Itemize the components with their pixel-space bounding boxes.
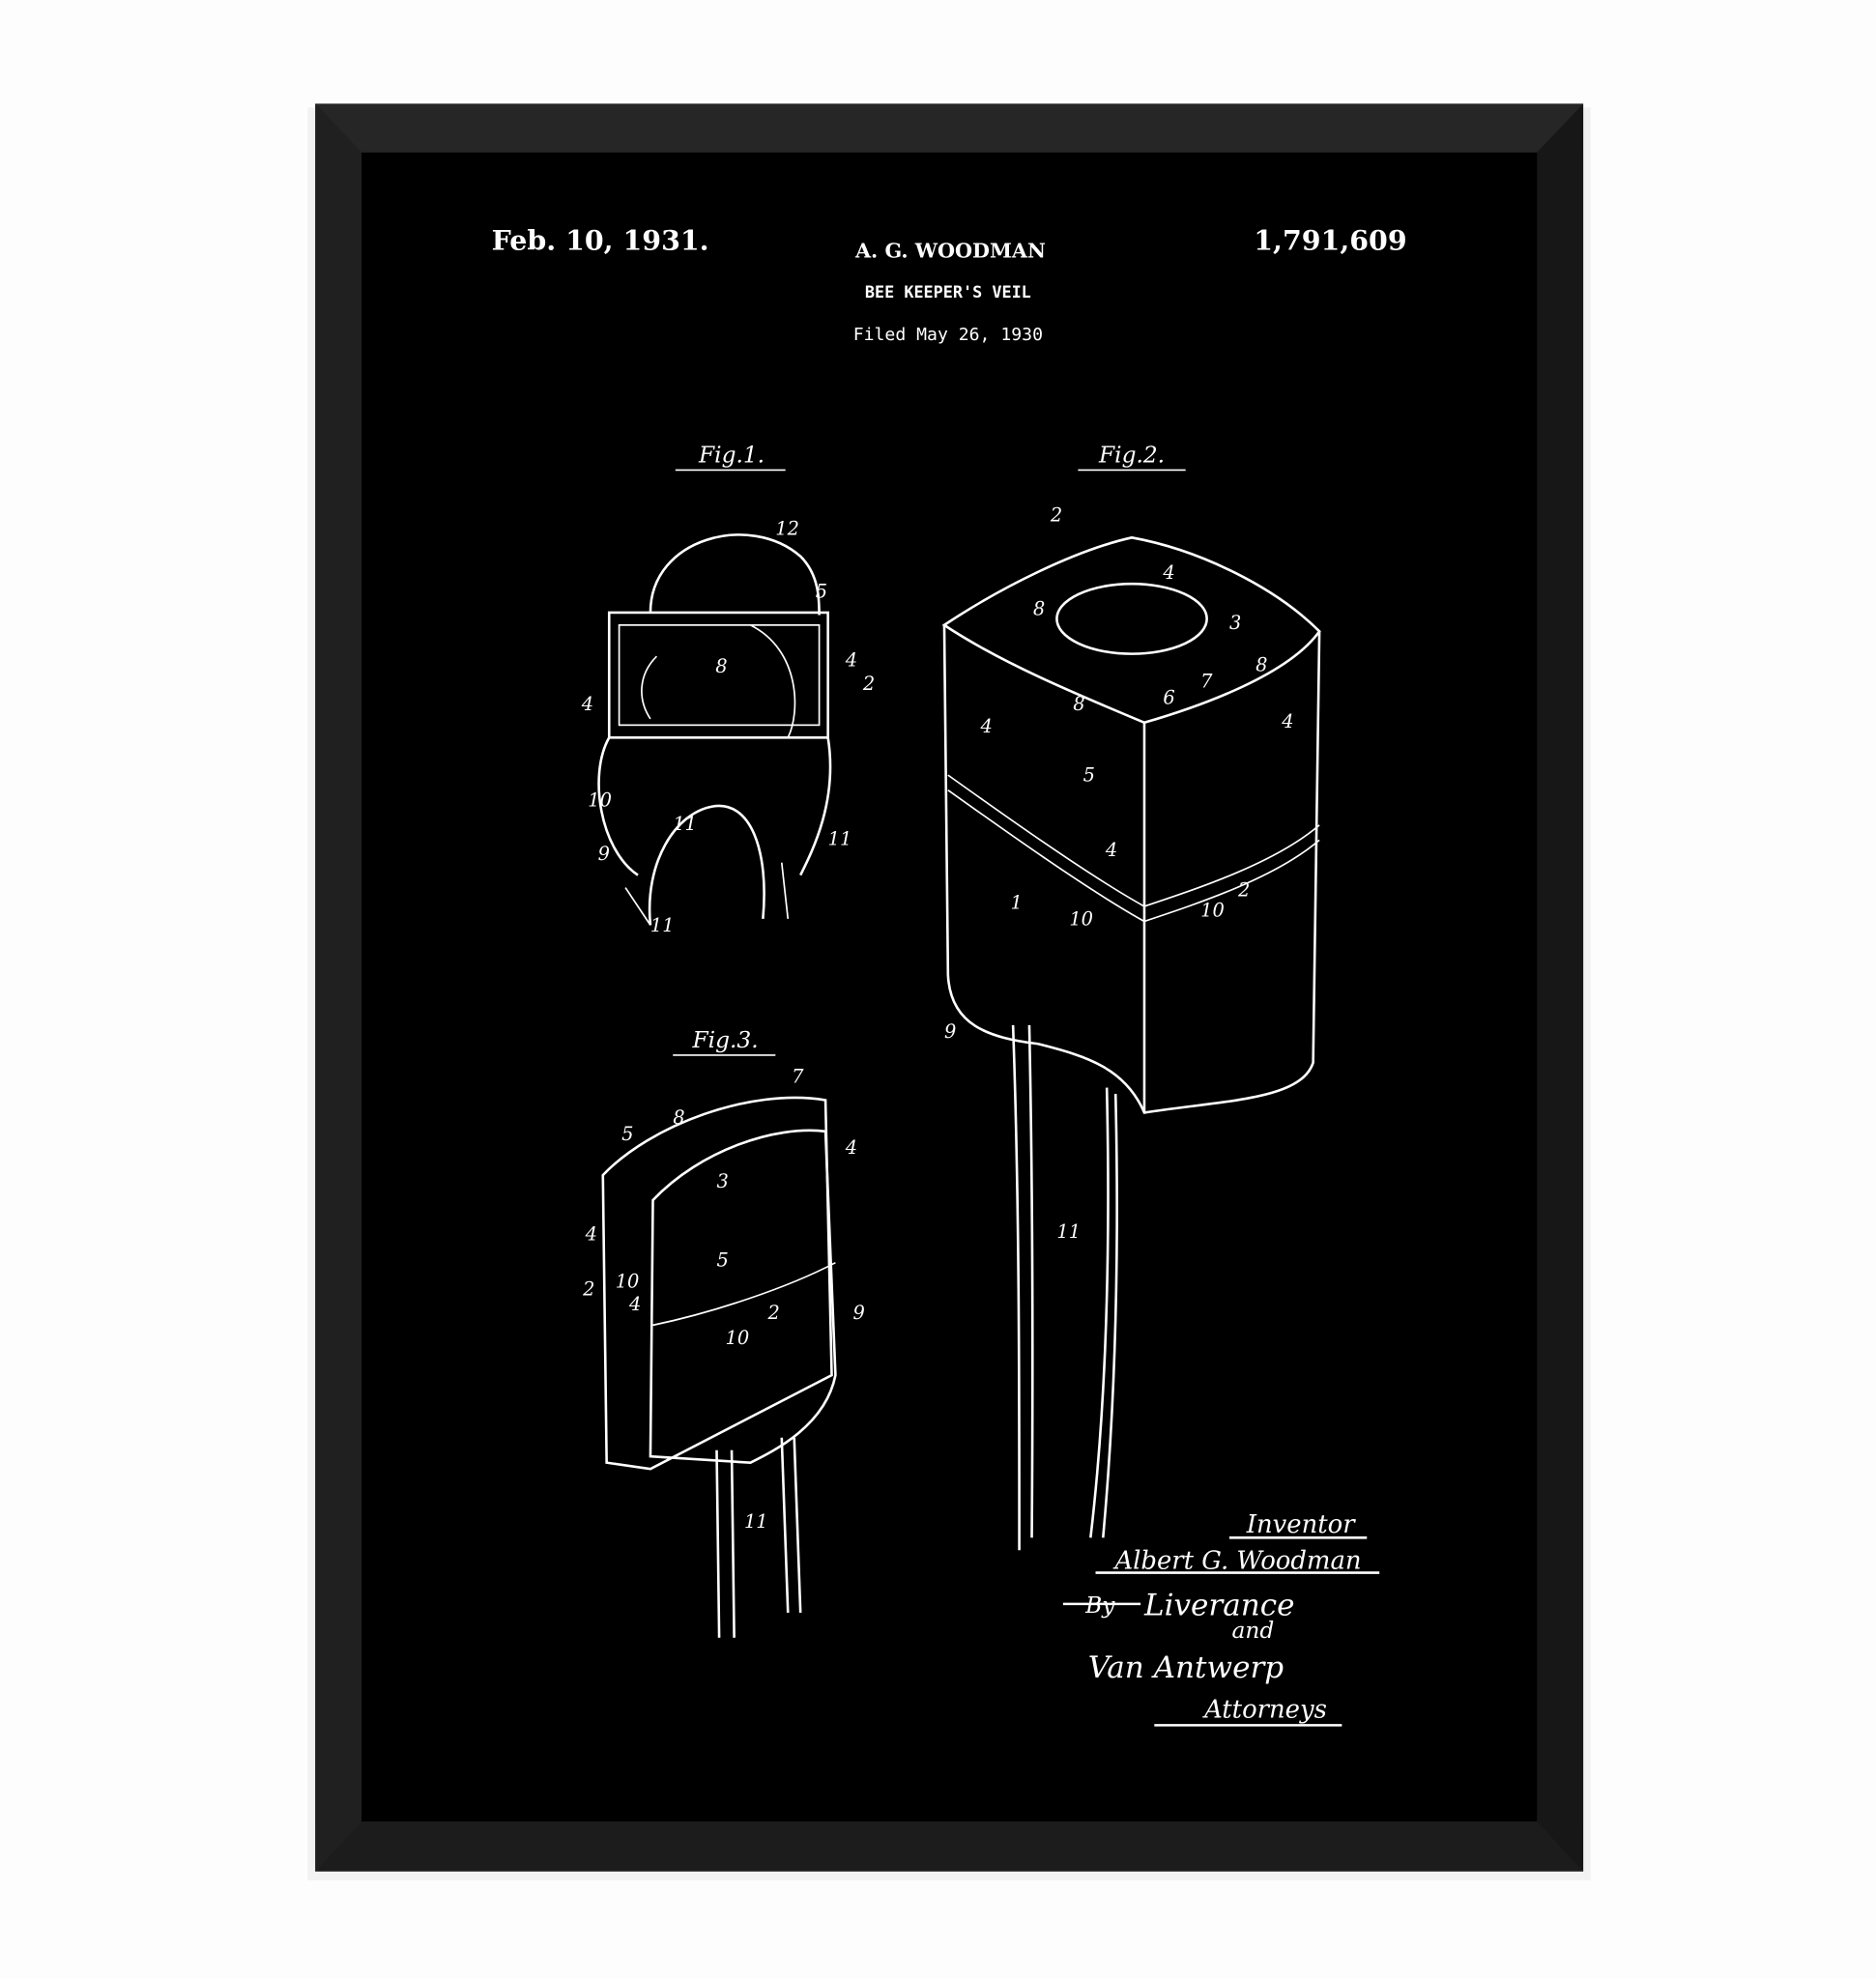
reference-numeral: 5 — [816, 580, 827, 602]
reference-numeral: 4 — [1162, 561, 1174, 584]
reference-numeral: 4 — [845, 1136, 857, 1159]
inventor-label: Inventor — [1246, 1510, 1356, 1539]
patent-date: Feb. 10, 1931. — [492, 224, 709, 257]
reference-numeral: 11 — [1056, 1220, 1081, 1243]
reference-numeral: 12 — [775, 518, 799, 540]
reference-numeral: 10 — [1069, 907, 1093, 930]
reference-numeral: 11 — [650, 914, 675, 936]
reference-numeral: 2 — [582, 1277, 594, 1300]
frame-left-bevel — [315, 103, 361, 1871]
patent-number: 1,791,609 — [1254, 224, 1406, 257]
patent-inventor: A. G. WOODMAN — [854, 240, 1046, 263]
attorney-signature-2: Van Antwerp — [1088, 1650, 1284, 1685]
reference-numeral: 11 — [744, 1510, 768, 1533]
reference-numeral: 10 — [1200, 899, 1225, 921]
reference-numeral: 1 — [1011, 892, 1023, 914]
reference-numeral: 8 — [673, 1106, 684, 1129]
reference-numeral: 4 — [1105, 839, 1117, 861]
reference-numeral: 9 — [944, 1020, 956, 1043]
reference-numeral: 4 — [1281, 710, 1293, 732]
reference-numeral: 9 — [853, 1302, 865, 1324]
attorneys-label: Attorneys — [1202, 1696, 1327, 1725]
reference-numeral: 4 — [628, 1293, 641, 1315]
reference-numeral: 9 — [598, 843, 610, 865]
fig1-label: Fig.1. — [698, 443, 765, 469]
reference-numeral: 7 — [792, 1065, 804, 1087]
fig3-label: Fig.3. — [692, 1027, 759, 1053]
reference-numeral: 6 — [1163, 686, 1174, 708]
reference-numeral: 2 — [767, 1302, 780, 1324]
frame-right-bevel — [1537, 103, 1583, 1871]
reference-numeral: 10 — [588, 789, 612, 811]
reference-numeral: 7 — [1200, 671, 1213, 693]
reference-numeral: 8 — [1073, 693, 1084, 715]
reference-numeral: 5 — [621, 1123, 633, 1145]
reference-numeral: 4 — [585, 1222, 597, 1245]
by-label: By — [1084, 1592, 1115, 1619]
reference-numeral: 2 — [1237, 879, 1250, 902]
reference-numeral: 3 — [717, 1170, 729, 1192]
reference-numeral: 11 — [828, 828, 852, 850]
fig2-label: Fig.2. — [1098, 443, 1165, 469]
patent-title: BEE KEEPER'S VEIL — [865, 282, 1031, 301]
reference-numeral: 5 — [717, 1249, 729, 1272]
reference-numeral: 11 — [673, 813, 697, 835]
reference-numeral: 8 — [1255, 654, 1267, 676]
reference-numeral: 2 — [1050, 503, 1062, 526]
reference-numeral: 10 — [616, 1271, 640, 1293]
reference-numeral: 4 — [845, 649, 857, 672]
reference-numeral: 4 — [979, 715, 992, 737]
reference-numeral: 5 — [1083, 764, 1095, 787]
reference-numeral: 3 — [1229, 612, 1241, 634]
and-text: and — [1232, 1618, 1275, 1644]
reference-numeral: 8 — [1033, 598, 1045, 620]
reference-numeral: 2 — [862, 673, 875, 695]
reference-numeral: 4 — [581, 693, 593, 715]
reference-numeral: 8 — [715, 655, 727, 677]
patent-filed-date: Filed May 26, 1930 — [853, 325, 1043, 345]
reference-numeral: 10 — [726, 1327, 750, 1349]
inventor-signature: Albert G. Woodman — [1112, 1547, 1361, 1576]
frame-top-bevel — [315, 103, 1583, 152]
